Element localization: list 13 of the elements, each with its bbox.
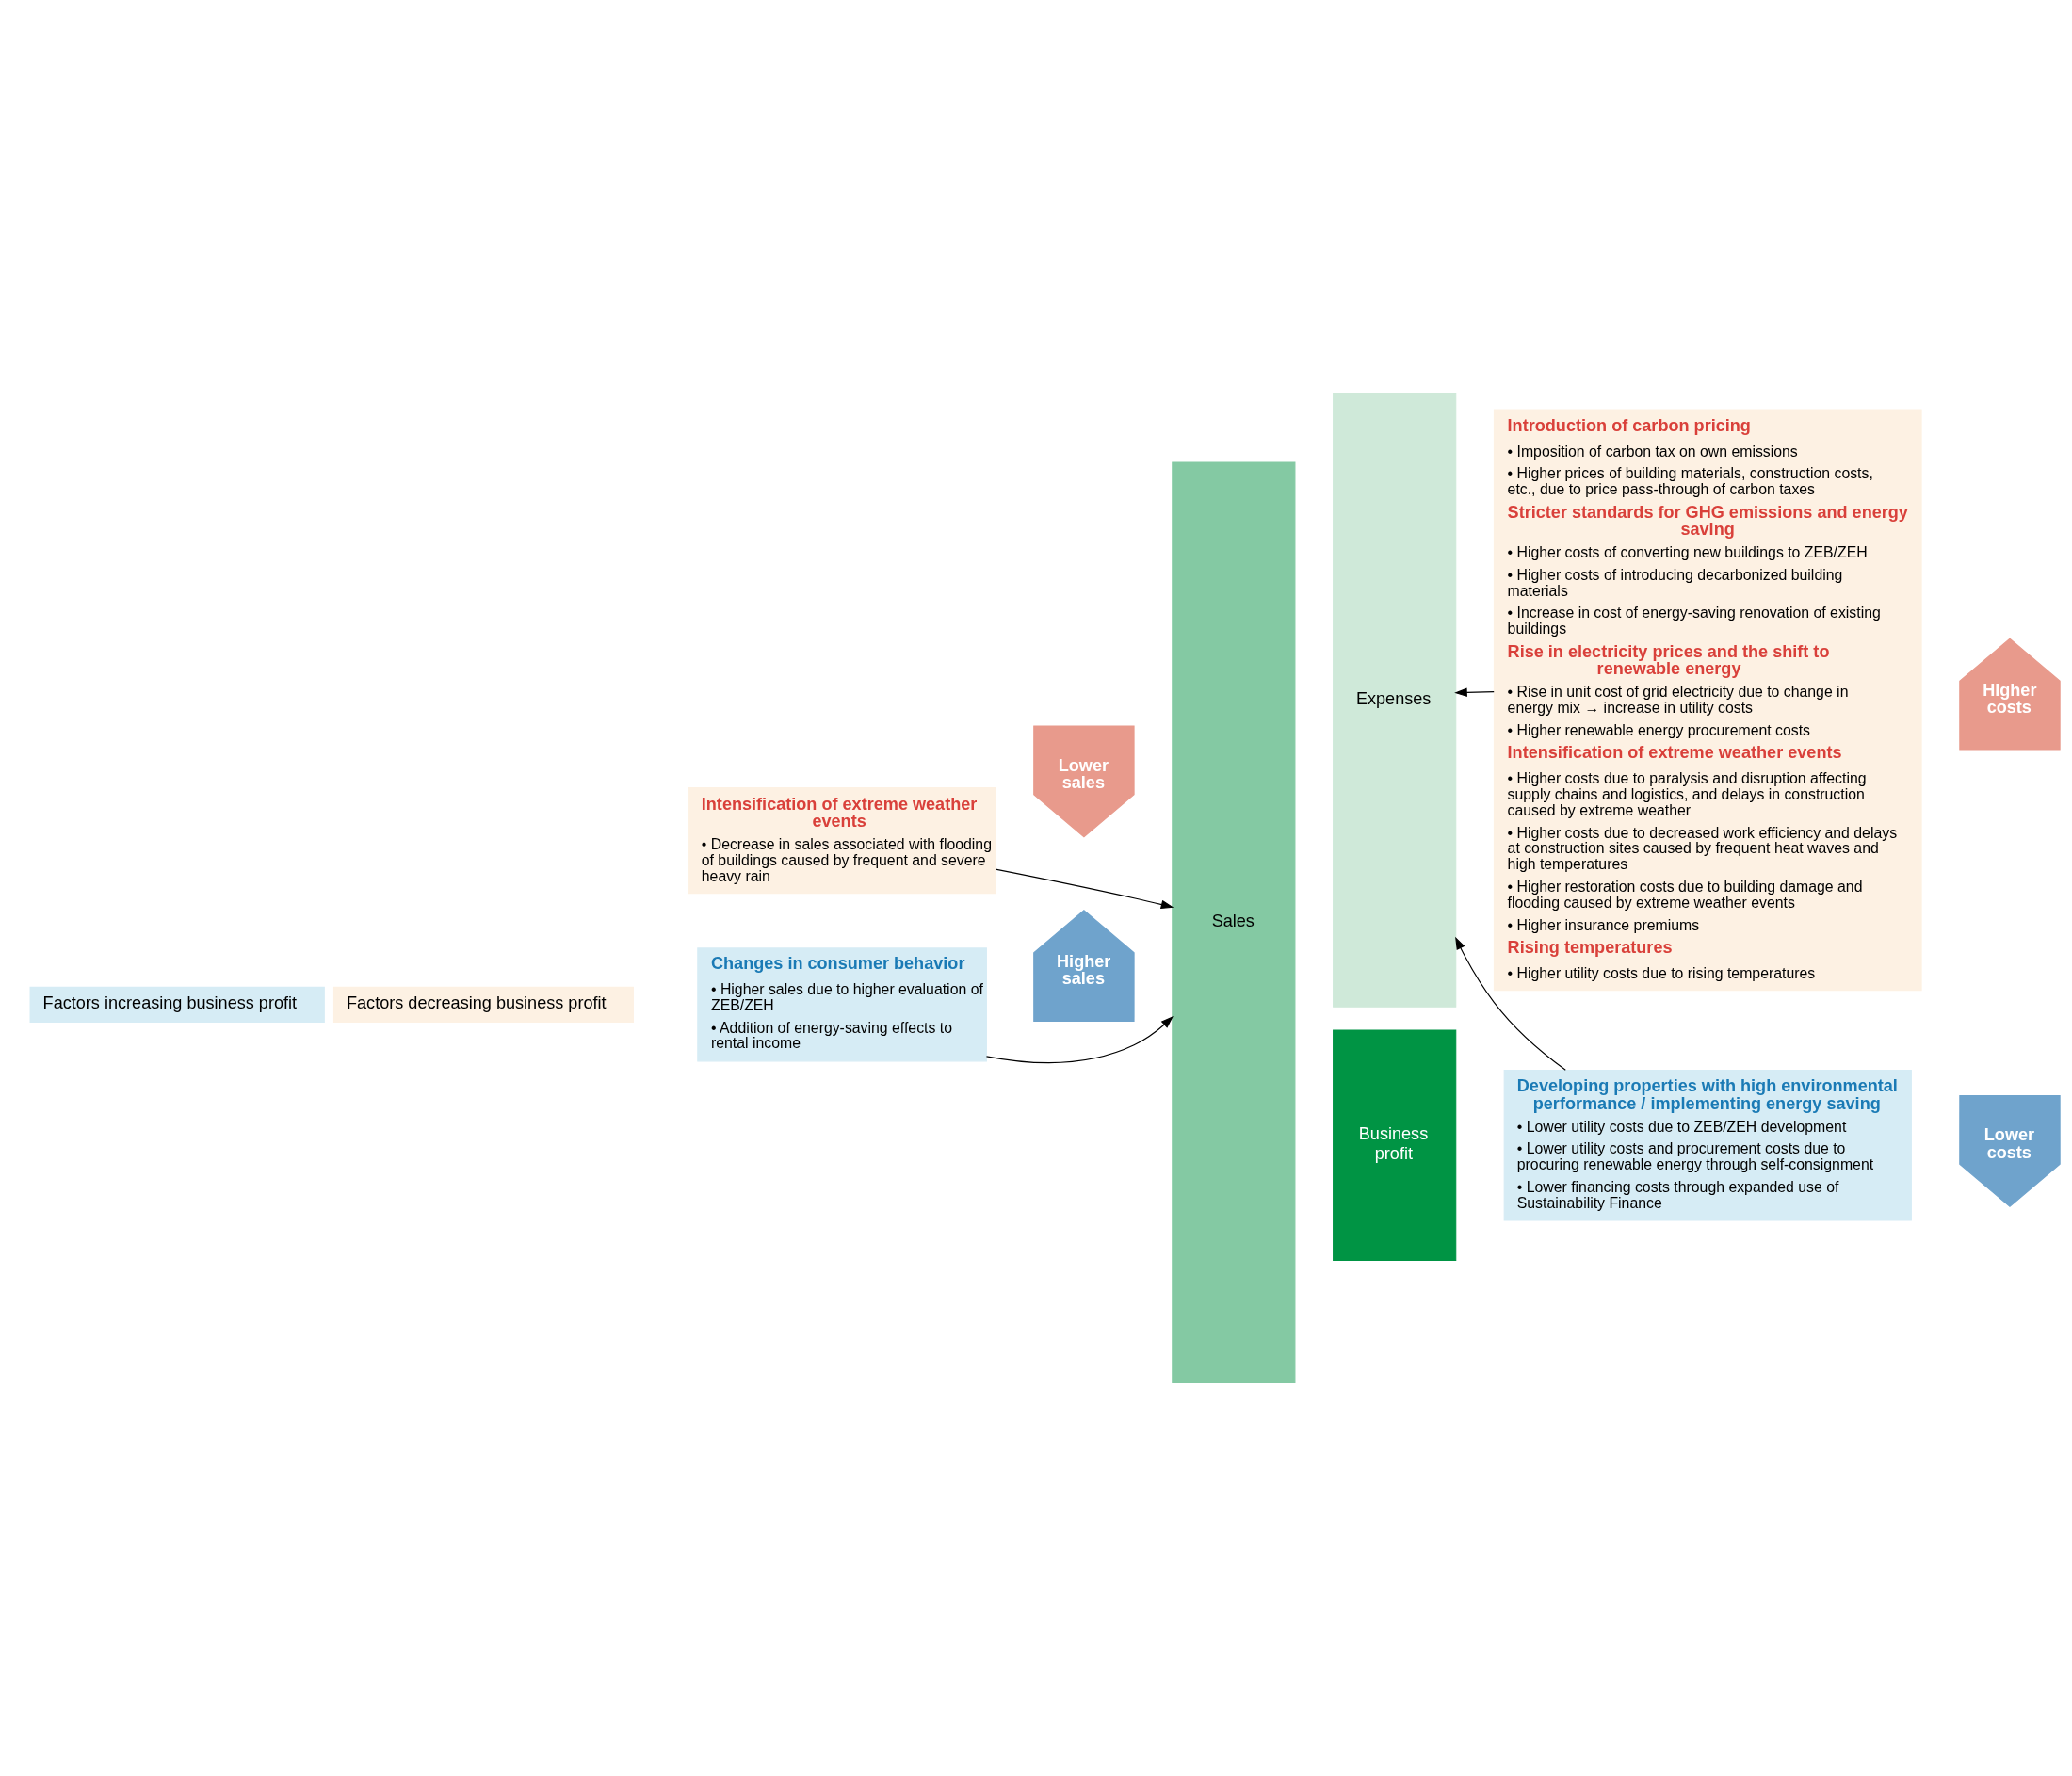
arrow: [1454, 687, 1495, 698]
node-box: Developing properties with high environmental performance / implementing energy saving • Lower utility costs due to ZEB/ZEH development • Lower utility costs and procurement costs due to procuring renewable energy through self-consignment • Lower financing costs through expanded use of Sustainability Finance: [1503, 1069, 1912, 1221]
node-box: Introduction of carbon pricing • Imposition of carbon tax on own emissions • Higher prices of building materials, construction costs, etc., due to price pass-through of carbon taxes Stricter standards for GHG emissions and energy saving • Higher costs of converting new buildings to ZEB/ZEH • Higher costs of introducing decarbonized building materials • Increase in cost of energy-saving renovation of existing buildings Rise in electricity prices and the shift to renewable energy • Rise in unit cost of grid electricity due to change in energy mix → increase in utility costs • Higher renewable energy procurement costs Intensification of extreme weather events • Higher costs due to paralysis and disruption affecting supply chains and logistics, and delays in construction caused by extreme weather • Higher costs due to decreased work efficiency and delays at construction sites caused by frequent heat waves and high temperatures • Higher restoration costs due to building damage and flooding caused by extreme weather events • Higher insurance premiums Rising temperatures • Higher utility costs due to rising temperatures: [1493, 409, 1922, 992]
node-box: Business profit: [1333, 1029, 1457, 1261]
node-box: Expenses: [1333, 392, 1457, 1008]
node-box: Changes in consumer behavior • Higher sales due to higher evaluation of ZEB/ZEH • Addition of energy-saving effects to rental income: [697, 947, 987, 1062]
arrow: [1455, 936, 1566, 1071]
node-box: Sales: [1172, 461, 1296, 1384]
legend-label: Factors increasing business profit: [42, 993, 298, 1013]
arrow: [995, 868, 1174, 910]
arrow: [985, 1015, 1174, 1064]
node-box: Intensification of extreme weather events • Decrease in sales associated with flooding of buildings caused by frequent and severe heavy rain: [688, 787, 996, 895]
legend-label: Factors decreasing business profit: [346, 993, 607, 1013]
